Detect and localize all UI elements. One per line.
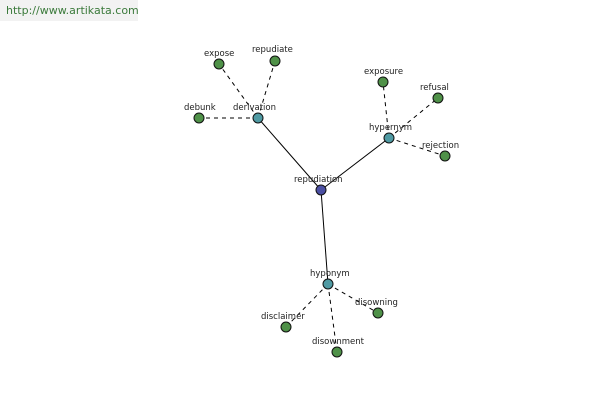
node-leaf-debunk[interactable] [193, 112, 205, 124]
label-leaf-debunk: debunk [184, 103, 216, 113]
node-center[interactable] [315, 184, 327, 196]
label-leaf-expose: expose [204, 49, 234, 59]
label-leaf-disownment: disownment [312, 337, 365, 347]
edge-hypernym-refusal [388, 97, 439, 139]
label-relation-derivation: derivation [233, 103, 276, 113]
label-relation-hypernym: hypernym [369, 123, 412, 133]
label-leaf-repudiate: repudiate [252, 45, 293, 55]
node-relation-hyponym[interactable] [322, 278, 334, 290]
node-leaf-rejection[interactable] [439, 150, 451, 162]
label-leaf-refusal: refusal [420, 83, 449, 93]
edge-derivation-expose [218, 63, 259, 119]
label-center: repudiation [294, 175, 343, 185]
edge-hypernym-exposure [382, 81, 390, 139]
edge-center-derivation [257, 117, 322, 191]
node-leaf-repudiate[interactable] [269, 55, 281, 67]
node-leaf-expose[interactable] [213, 58, 225, 70]
edge-center-hyponym [320, 189, 329, 285]
label-leaf-rejection: rejection [422, 141, 459, 151]
edge-derivation-repudiate [257, 60, 276, 119]
edge-center-hypernym [320, 137, 390, 191]
edge-hyponym-disowning [327, 283, 379, 314]
watermark-link[interactable]: http://www.artikata.com [0, 0, 139, 21]
label-relation-hyponym: hyponym [310, 269, 350, 279]
node-leaf-disownment[interactable] [331, 346, 343, 358]
node-relation-derivation[interactable] [252, 112, 264, 124]
node-leaf-disclaimer[interactable] [280, 321, 292, 333]
label-leaf-exposure: exposure [364, 67, 403, 77]
edge-hyponym-disownment [327, 283, 338, 353]
node-relation-hypernym[interactable] [383, 132, 395, 144]
edge-hyponym-disclaimer [285, 283, 329, 328]
node-leaf-disowning[interactable] [372, 307, 384, 319]
label-leaf-disowning: disowning [355, 298, 398, 308]
edge-hypernym-rejection [388, 137, 446, 157]
node-leaf-exposure[interactable] [377, 76, 389, 88]
label-leaf-disclaimer: disclaimer [261, 312, 305, 322]
node-leaf-refusal[interactable] [432, 92, 444, 104]
